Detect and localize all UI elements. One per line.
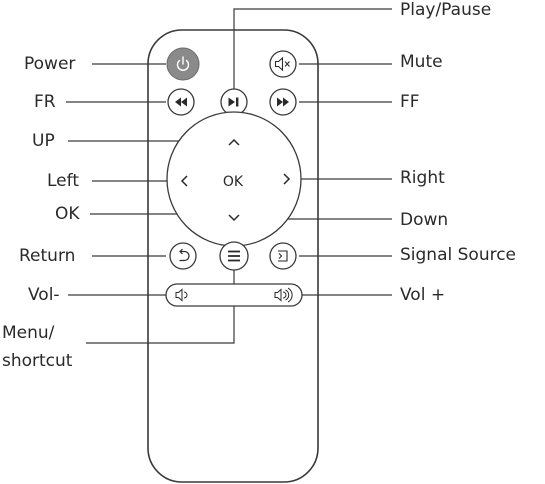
signal-source-icon	[278, 250, 288, 262]
volume-down-button[interactable]	[175, 288, 188, 302]
label-mute: Mute	[400, 52, 443, 72]
mute-icon	[274, 56, 290, 72]
dpad-right-arrow[interactable]	[283, 173, 291, 185]
label-up: UP	[32, 131, 55, 151]
return-button[interactable]	[169, 242, 197, 270]
volume-up-icon	[274, 287, 293, 303]
ok-button[interactable]: OK	[223, 174, 244, 190]
label-left: Left	[47, 171, 79, 191]
label-fr: FR	[34, 92, 56, 112]
mute-button[interactable]	[269, 50, 297, 78]
label-menu-line1: Menu/	[2, 323, 55, 343]
rewind-icon	[175, 97, 187, 107]
menu-button[interactable]	[219, 241, 249, 271]
fast-forward-button[interactable]	[269, 88, 297, 116]
play-pause-icon	[228, 97, 239, 107]
menu-icon	[228, 250, 240, 262]
return-icon	[179, 248, 190, 262]
label-vol-minus: Vol-	[28, 285, 60, 305]
volume-rocker	[165, 283, 303, 307]
label-vol-plus: Vol +	[400, 285, 446, 305]
dpad-up-arrow[interactable]	[228, 138, 240, 146]
label-return: Return	[19, 246, 76, 266]
label-ok: OK	[55, 204, 80, 224]
label-ff: FF	[400, 92, 420, 112]
volume-up-button[interactable]	[274, 287, 293, 303]
fast-forward-icon	[277, 97, 289, 107]
label-down: Down	[400, 210, 449, 230]
dpad-left-arrow[interactable]	[180, 175, 188, 187]
signal-source-button[interactable]	[269, 242, 297, 270]
leader-play-pause	[233, 8, 392, 90]
leader-lines-right	[233, 8, 392, 296]
volume-down-icon	[175, 288, 188, 302]
play-pause-button[interactable]	[220, 88, 248, 116]
label-power: Power	[24, 54, 76, 74]
rewind-button[interactable]	[167, 88, 195, 116]
power-icon	[176, 56, 190, 71]
power-button[interactable]	[166, 47, 200, 81]
label-play-pause: Play/Pause	[400, 0, 492, 20]
dpad-down-arrow[interactable]	[228, 214, 240, 222]
label-menu-line2: shortcut	[2, 351, 73, 371]
dpad: OK	[166, 111, 302, 247]
label-right: Right	[400, 168, 445, 188]
volume-pill	[165, 283, 303, 307]
label-signal-source: Signal Source	[400, 245, 517, 265]
